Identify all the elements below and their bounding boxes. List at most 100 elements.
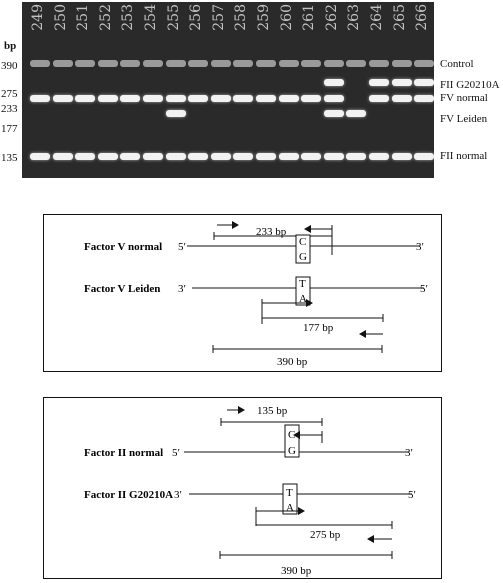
- gel-band-fv-leiden: [165, 110, 186, 117]
- fii-normal-base-c: C: [288, 429, 295, 441]
- gel-band-fv-leiden: [346, 110, 367, 117]
- band-label-fii-g20210a: FII G20210A: [440, 79, 500, 91]
- gel-band-fii-normal: [278, 153, 299, 160]
- gel-band-fii-normal: [210, 153, 231, 160]
- gel-band-control: [165, 60, 186, 67]
- gel-lane-label: 251: [75, 4, 92, 31]
- factor-v-diagram: 233 bp Factor V normal 5′ 3′ C G Factor …: [84, 221, 428, 368]
- fii-390-label: 390 bp: [281, 565, 312, 577]
- fv-primer-leiden-head: [306, 299, 313, 307]
- fii-normal-label: Factor II normal: [84, 447, 163, 459]
- gel-lane-label: 263: [346, 4, 363, 31]
- gel-band-fii-normal: [120, 153, 141, 160]
- gel-band-control: [97, 60, 118, 67]
- gel-band-fv-normal: [210, 95, 231, 102]
- fii-mutant-label: Factor II G20210A: [84, 489, 173, 501]
- gel-band-fii-normal: [323, 153, 344, 160]
- fv-177-arrowhead: [359, 330, 366, 338]
- band-label-fv-normal: FV normal: [440, 92, 488, 104]
- band-label-fv-leiden: FV Leiden: [440, 113, 488, 125]
- gel-lane-label: 256: [188, 4, 205, 31]
- gel-band-fii-normal: [30, 153, 50, 160]
- gel-lane: 266: [414, 2, 434, 178]
- gel-band-fii-normal: [391, 153, 412, 160]
- gel-lane-label: 253: [120, 4, 137, 31]
- factor-v-diagram-box: 233 bp Factor V normal 5′ 3′ C G Factor …: [43, 214, 442, 372]
- gel-band-fv-normal: [301, 95, 322, 102]
- gel-band-fii-normal: [52, 153, 73, 160]
- gel-lane: 256: [188, 2, 209, 178]
- gel-band-fv-normal: [75, 95, 96, 102]
- gel-band-fv-leiden: [323, 110, 344, 117]
- gel-band-fv-normal: [52, 95, 73, 102]
- gel-lane: 250: [52, 2, 73, 178]
- gel-band-fii-normal: [301, 153, 322, 160]
- fv-leiden-5prime: 5′: [420, 283, 428, 295]
- fv-normal-base-box: [295, 234, 311, 264]
- fii-primer-mutant-head: [298, 507, 305, 515]
- gel-band-fii-normal: [369, 153, 389, 160]
- gel-band-control: [278, 60, 299, 67]
- gel-lane: 262: [323, 2, 344, 178]
- gel-band-fii-normal: [143, 153, 163, 160]
- gel-lane-label: 265: [391, 4, 408, 31]
- gel-band-control: [233, 60, 254, 67]
- gel-lane: 253: [120, 2, 141, 178]
- gel-band-fii-g20210a: [391, 79, 412, 86]
- gel-lane: 260: [278, 2, 299, 178]
- gel-band-control: [301, 60, 322, 67]
- gel-band-control: [346, 60, 367, 67]
- gel-band-fii-g20210a: [323, 79, 344, 86]
- gel-lane-label: 266: [414, 4, 431, 31]
- fii-mutant-5prime: 5′: [408, 489, 416, 501]
- gel-lane: 259: [256, 2, 276, 178]
- fv-233-label: 233 bp: [256, 226, 287, 238]
- gel-band-fv-normal: [143, 95, 163, 102]
- gel-lane-label: 250: [52, 4, 69, 31]
- gel-band-control: [256, 60, 276, 67]
- gel-lane: 252: [97, 2, 118, 178]
- gel-band-fv-normal: [323, 95, 344, 102]
- gel-lane-label: 262: [323, 4, 340, 31]
- gel-lane-label: 257: [210, 4, 227, 31]
- gel-lane: 255: [165, 2, 186, 178]
- gel-band-fii-g20210a: [414, 79, 434, 86]
- gel-lane: 264: [369, 2, 389, 178]
- fii-normal-base-box: [284, 424, 300, 458]
- gel-lane-label: 261: [301, 4, 318, 31]
- gel-lane: 261: [301, 2, 322, 178]
- bp-177: 177: [1, 123, 18, 135]
- gel-lane-label: 255: [165, 4, 182, 31]
- gel-lane-label: 258: [233, 4, 250, 31]
- gel-band-fii-normal: [97, 153, 118, 160]
- gel-band-fv-normal: [256, 95, 276, 102]
- gel-lane: 251: [75, 2, 96, 178]
- gel-band-fii-normal: [414, 153, 434, 160]
- gel-lane-label: 254: [143, 4, 159, 31]
- bp-233: 233: [1, 103, 18, 115]
- fv-normal-label: Factor V normal: [84, 241, 162, 253]
- gel-lane: 254: [143, 2, 163, 178]
- fv-233-arrowhead: [232, 221, 239, 229]
- gel-band-control: [414, 60, 434, 67]
- fii-135-arrowhead: [238, 406, 245, 414]
- gel-lane: 249: [30, 2, 50, 178]
- gel-band-fii-normal: [75, 153, 96, 160]
- gel-band-fv-normal: [414, 95, 434, 102]
- gel-band-control: [210, 60, 231, 67]
- factor-ii-diagram: 135 bp Factor II normal 5′ 3′ C G Factor…: [84, 405, 416, 577]
- band-label-control: Control: [440, 58, 474, 70]
- gel-lane: 257: [210, 2, 231, 178]
- fv-normal-5prime: 5′: [178, 241, 186, 253]
- gel-band-fv-normal: [165, 95, 186, 102]
- band-label-fii-normal: FII normal: [440, 150, 488, 162]
- gel-lane-label: 264: [369, 4, 385, 31]
- gel-band-fii-normal: [165, 153, 186, 160]
- gel-band-control: [143, 60, 163, 67]
- gel-band-fii-normal: [233, 153, 254, 160]
- gel-band-control: [120, 60, 141, 67]
- gel-band-control: [323, 60, 344, 67]
- gel-lane-label: 260: [278, 4, 295, 31]
- gel-lane: 265: [391, 2, 412, 178]
